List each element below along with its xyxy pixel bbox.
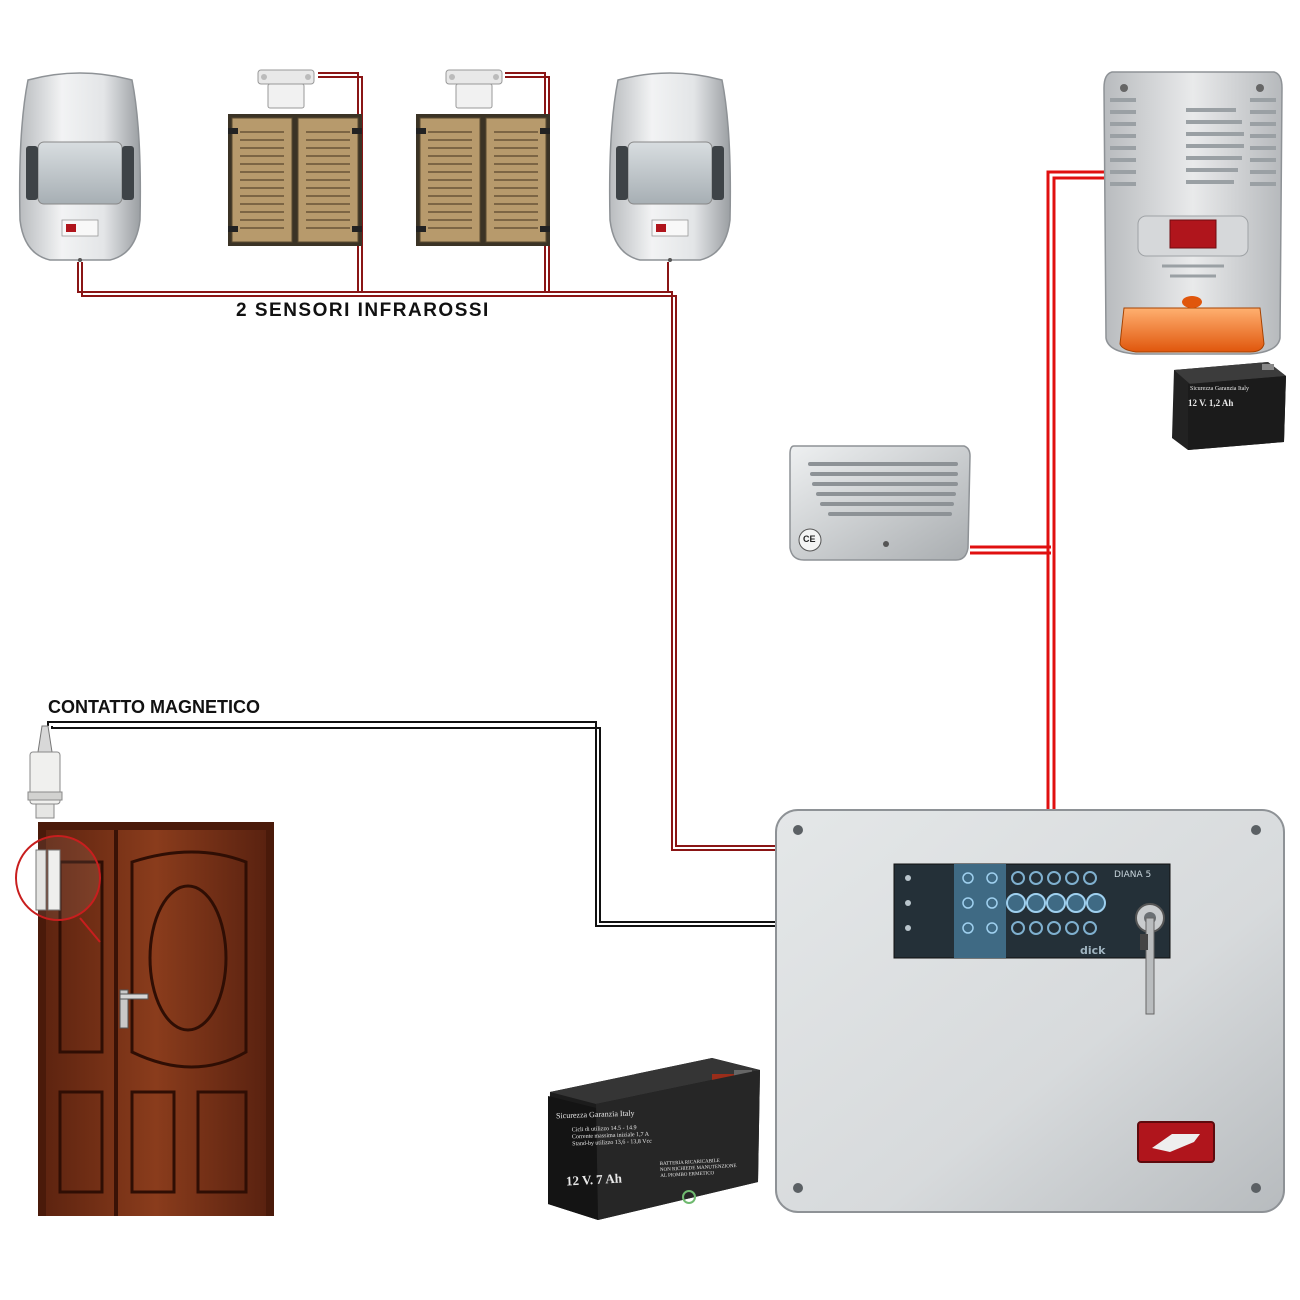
indoor-siren xyxy=(789,445,971,561)
battery-small-rating: 12 V. 1,2 Ah xyxy=(1188,398,1234,408)
outdoor-siren xyxy=(1103,71,1283,355)
magnetic-contact-label: CONTATTO MAGNETICO xyxy=(48,697,260,717)
battery-large xyxy=(548,1058,760,1220)
sensor-bus-wire xyxy=(77,72,778,851)
panel-model-label: DIANA 5 xyxy=(1114,870,1152,880)
ce-mark-icon: CE xyxy=(803,534,816,544)
panel-brand-icon: dick xyxy=(1080,944,1106,957)
window-shutter-left xyxy=(228,69,362,246)
control-panel xyxy=(775,809,1285,1213)
window-shutter-right xyxy=(416,69,550,246)
front-door xyxy=(15,725,274,1216)
magnetic-contact-wire xyxy=(47,721,778,927)
battery-large-specs: Cicli di utilizzo 14.5 - 14.9 Corrente m… xyxy=(572,1125,652,1149)
battery-small xyxy=(1172,362,1286,450)
battery-small-brand: Sicurezza Garanzia Italy xyxy=(1190,386,1249,392)
siren-power-wire xyxy=(970,170,1104,812)
battery-large-rating: 12 V. 7 Ah xyxy=(565,1170,623,1189)
magnetic-contact-sensor xyxy=(27,725,63,819)
panel-key-icon[interactable] xyxy=(1135,903,1165,1015)
shutter-contact-left xyxy=(257,69,315,109)
pir-sensor-left xyxy=(18,72,142,262)
infrared-sensors-label: 2 SENSORI INFRAROSSI xyxy=(236,300,490,321)
shutter-contact-right xyxy=(445,69,503,109)
pir-sensor-right xyxy=(608,72,732,262)
